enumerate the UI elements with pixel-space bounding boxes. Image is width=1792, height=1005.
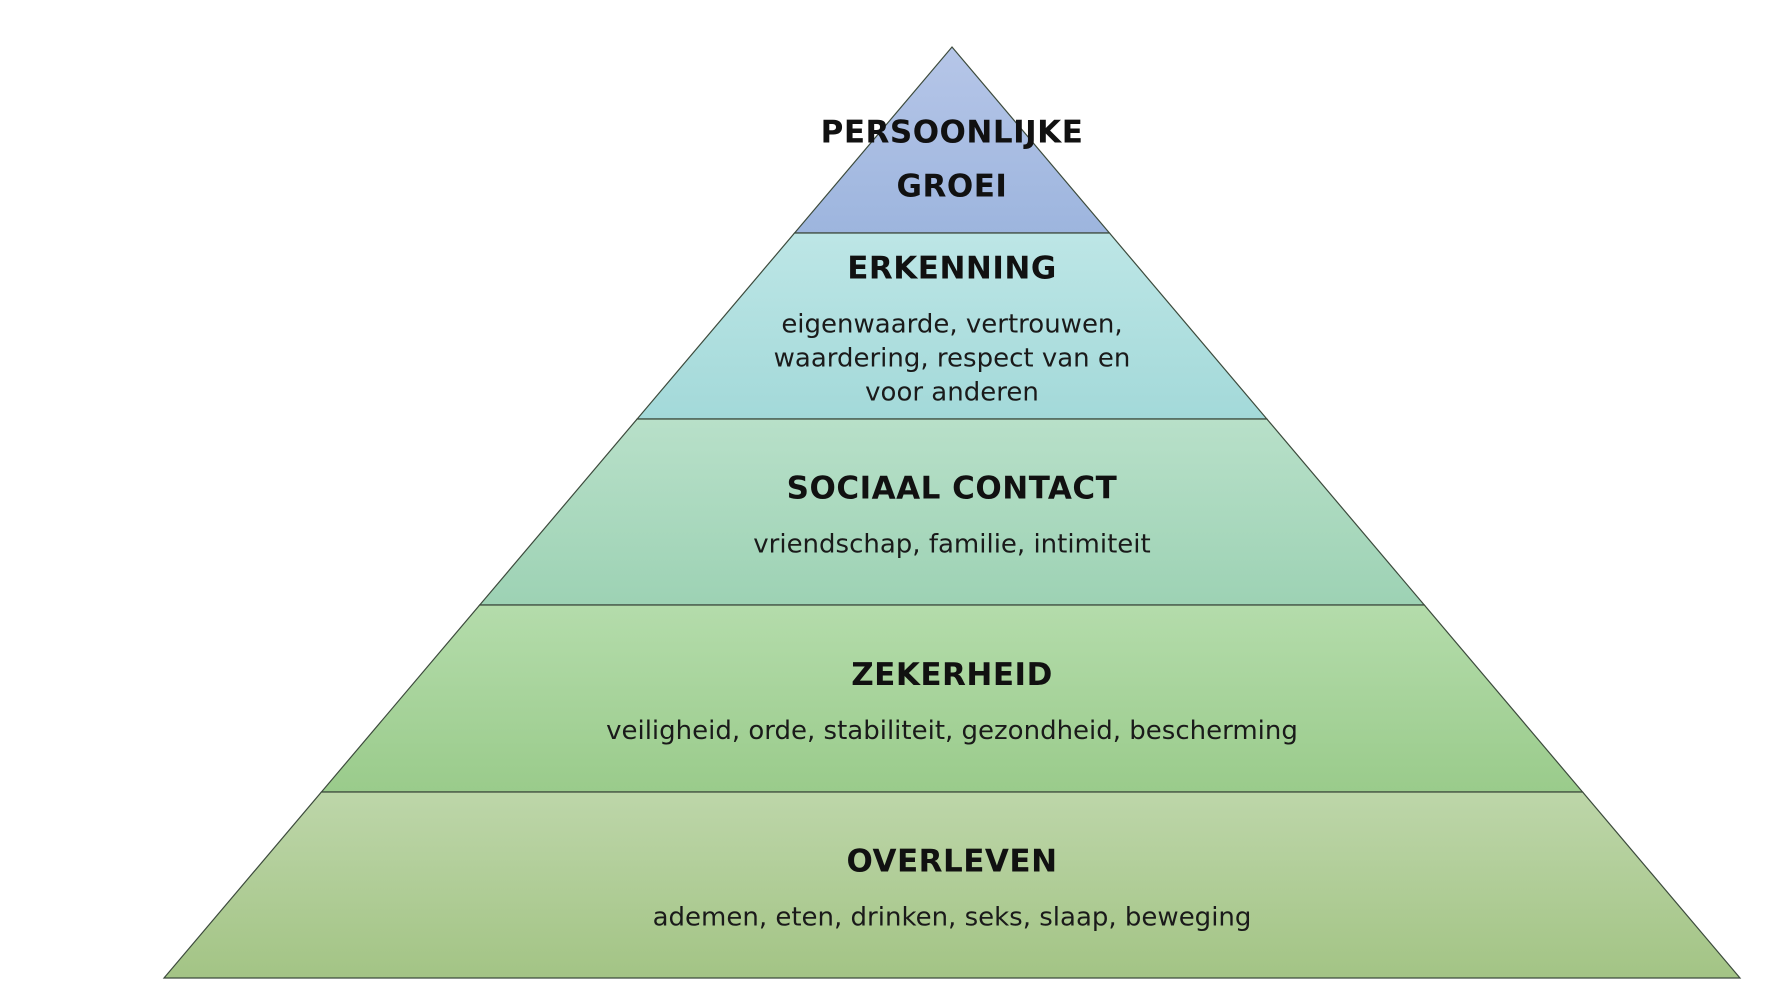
level-2-desc-line-2: waardering, respect van en [774, 343, 1131, 373]
level-4-desc-line-1: veiligheid, orde, stabiliteit, gezondhei… [606, 716, 1298, 746]
level-5-title-line-1: OVERLEVEN [846, 844, 1057, 880]
pyramid-level-4 [320, 604, 1584, 793]
level-3-desc-line-1: vriendschap, familie, intimiteit [753, 529, 1150, 559]
level-4-title-line-1: ZEKERHEID [851, 657, 1053, 693]
level-2-desc-line-1: eigenwaarde, vertrouwen, [781, 309, 1122, 339]
level-5-desc-line-1: ademen, eten, drinken, seks, slaap, bewe… [653, 902, 1252, 932]
pyramid-level-3 [478, 418, 1426, 606]
pyramid-level-5 [162, 791, 1742, 979]
level-1-title-line-1: PERSOONLIJKE [821, 115, 1084, 151]
level-1-title-line-2: GROEI [897, 169, 1008, 205]
level-3-title-line-1: SOCIAAL CONTACT [787, 471, 1118, 507]
level-2-desc-line-3: voor anderen [865, 377, 1039, 407]
level-2-title-line-1: ERKENNING [847, 251, 1057, 287]
